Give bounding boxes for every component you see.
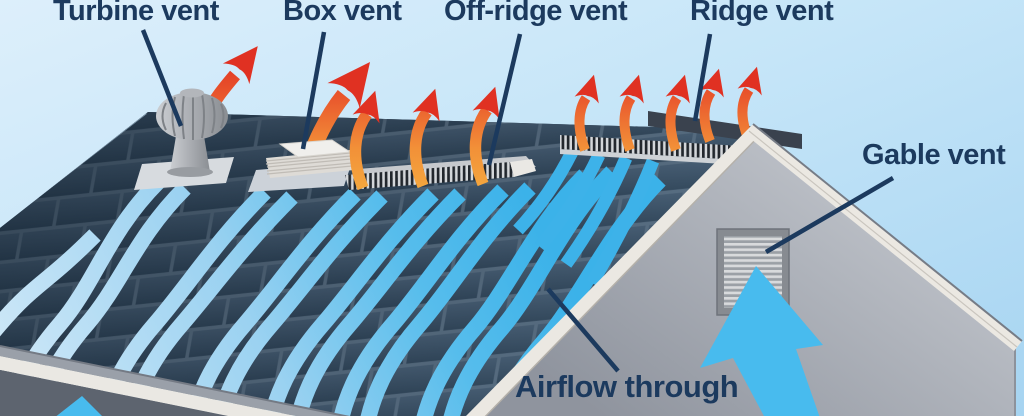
label-box-vent: Box vent [283, 0, 402, 27]
soffit-intake-arrow [56, 396, 102, 416]
label-turbine-vent: Turbine vent [53, 0, 219, 27]
leader-turbine-vent [140, 29, 184, 127]
label-off-ridge-vent: Off-ridge vent [444, 0, 628, 27]
leader-gable-vent [764, 176, 895, 254]
ridge-airflow-stripes [513, 149, 660, 287]
eave-fascia [0, 345, 351, 416]
label-gable-vent: Gable vent [862, 139, 1006, 171]
leader-box-vent [300, 31, 327, 150]
label-ridge-vent: Ridge vent [690, 0, 834, 27]
leader-ridge-vent [692, 33, 713, 122]
off-ridge-hot-air-arrows [349, 82, 509, 191]
rake-trim [466, 123, 1023, 416]
gable-intake-arrow [700, 266, 823, 416]
leader-off-ridge-vent [486, 33, 523, 166]
label-airflow-through: Airflow through [515, 369, 739, 404]
box-vent-icon [248, 139, 354, 192]
leader-lines [140, 29, 895, 373]
leader-airflow [546, 287, 620, 373]
ridge-vent-icon [560, 135, 757, 166]
